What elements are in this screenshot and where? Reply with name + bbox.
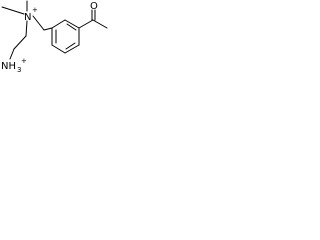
ring-bond-4 — [64, 44, 80, 54]
ring-bond-5 — [51, 44, 66, 54]
ring-double-1 — [66, 23, 77, 31]
amine-n-subscript: 3 — [17, 66, 21, 74]
ring-double-2 — [65, 42, 76, 50]
bond-ethyl-amine — [9, 48, 15, 60]
bond-ethyl-cc — [13, 35, 27, 50]
ammonium-n-label: N — [24, 12, 31, 23]
bond-n-ethyl — [25, 20, 28, 37]
bond-n-benzyl-ch2 — [32, 15, 45, 31]
amine-n-charge: + — [21, 57, 27, 65]
structural-formula: N + NH 3 + O — [1, 0, 108, 74]
bond-methyl-left — [1, 6, 25, 15]
ring-bond-1 — [51, 19, 66, 29]
amine-n-label: NH — [1, 61, 16, 72]
bond-ring-carbonyl — [78, 19, 94, 29]
ring-bond-2 — [64, 19, 80, 29]
ammonium-n-charge: + — [32, 6, 38, 14]
bond-carbonyl-methyl — [92, 19, 108, 29]
carbonyl-o-label: O — [90, 1, 98, 12]
bond-ch2-ring — [43, 27, 53, 31]
